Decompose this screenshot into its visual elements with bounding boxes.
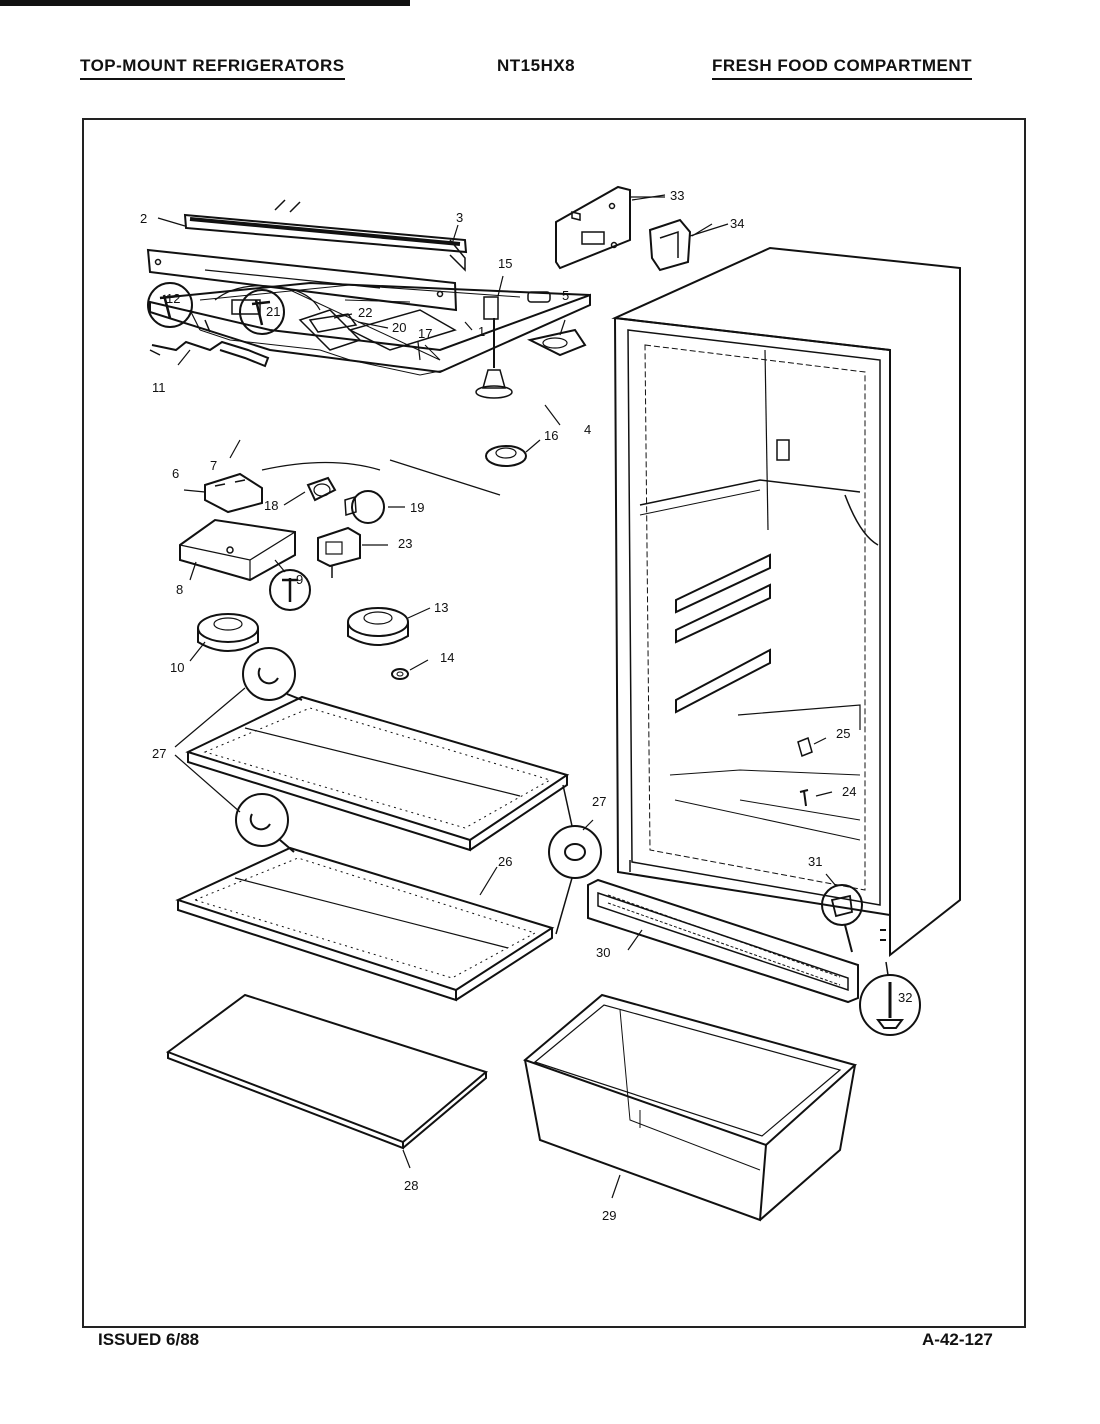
callout-25: 25 [836, 726, 850, 741]
callout-12: 12 [166, 291, 180, 306]
callout-30: 30 [596, 945, 610, 960]
callout-11: 11 [152, 380, 166, 395]
callout-3: 3 [456, 210, 463, 225]
part-5-cap [527, 328, 587, 357]
callout-13: 13 [434, 600, 448, 615]
part-24-screw [799, 789, 833, 807]
callout-6: 6 [172, 466, 179, 481]
callout-8: 8 [176, 582, 183, 597]
part-30-base-grille [587, 878, 859, 1004]
part-25-clip [797, 736, 827, 758]
callout-33: 33 [670, 188, 684, 203]
part-32-leveling-leg-callout [859, 961, 921, 1036]
callout-24: 24 [842, 784, 856, 799]
callout-10: 10 [170, 660, 184, 675]
callout-22: 22 [358, 305, 372, 320]
callout-23: 23 [398, 536, 412, 551]
header-model-number: NT15HX8 [497, 56, 576, 75]
callout-16: 16 [544, 428, 558, 443]
part-16-knob [485, 445, 527, 467]
part-29-crisper-drawer [523, 993, 858, 1222]
parts-1-2-3-rail-assembly [146, 199, 468, 312]
callout-29: 29 [602, 1208, 616, 1223]
part-10-damper [197, 613, 259, 652]
callout-32: 32 [898, 990, 912, 1005]
part-9-screw-callout [269, 559, 311, 611]
callout-leader-lines [157, 196, 729, 951]
part-12-screw-callout [147, 282, 201, 331]
refrigerator-cabinet [611, 246, 961, 958]
callout-27-left: 27 [152, 746, 166, 761]
part-17-wire [289, 289, 441, 361]
part-19-light-bulb [344, 490, 385, 524]
footer-diagram-code: A-42-127 [922, 1330, 993, 1349]
part-4-control-housing [149, 281, 591, 496]
callout-2: 2 [140, 211, 147, 226]
part-11-wire [149, 340, 270, 368]
part-8-bracket [179, 518, 296, 582]
part-26-upper-shelf [185, 695, 570, 852]
part-33-bracket [555, 185, 666, 270]
callout-1: 1 [478, 324, 485, 339]
callout-numbers: 2 3 1 4 5 6 7 8 9 10 11 12 13 14 15 16 1… [140, 188, 912, 1223]
callout-20: 20 [392, 320, 406, 335]
callout-27-right: 27 [592, 794, 606, 809]
callout-34: 34 [730, 216, 744, 231]
footer-issued-date: ISSUED 6/88 [98, 1330, 200, 1349]
callout-17: 17 [418, 326, 432, 341]
callout-18: 18 [264, 498, 278, 513]
part-27-shelf-support-callouts [174, 647, 602, 935]
part-14-grommet [391, 668, 409, 680]
callout-5: 5 [562, 288, 569, 303]
part-13-damper [347, 607, 409, 646]
diagram-frame [82, 118, 1026, 1328]
callout-14: 14 [440, 650, 454, 665]
part-28-glass-cover [165, 993, 489, 1169]
part-15-shaft [475, 296, 513, 399]
callout-21: 21 [266, 304, 280, 319]
header-section-title: FRESH FOOD COMPARTMENT [712, 56, 973, 80]
part-26-lower-shelf [175, 846, 555, 1002]
callout-31: 31 [808, 854, 822, 869]
callout-19: 19 [410, 500, 424, 515]
callout-7: 7 [210, 458, 217, 473]
callout-26: 26 [498, 854, 512, 869]
callout-4: 4 [584, 422, 591, 437]
callout-9: 9 [296, 572, 303, 587]
callout-15: 15 [498, 256, 512, 271]
part-18-socket [306, 476, 337, 502]
part-22-plate [308, 313, 358, 333]
part-31-clip-callout [821, 873, 863, 953]
part-6-thermostat [204, 461, 381, 514]
callout-28: 28 [404, 1178, 418, 1193]
top-rule [0, 0, 410, 6]
header-product-line: TOP-MOUNT REFRIGERATORS [80, 56, 345, 80]
part-23-switch [317, 526, 361, 578]
part-34-clip [648, 218, 713, 272]
part-21-screw-callout [204, 285, 321, 335]
